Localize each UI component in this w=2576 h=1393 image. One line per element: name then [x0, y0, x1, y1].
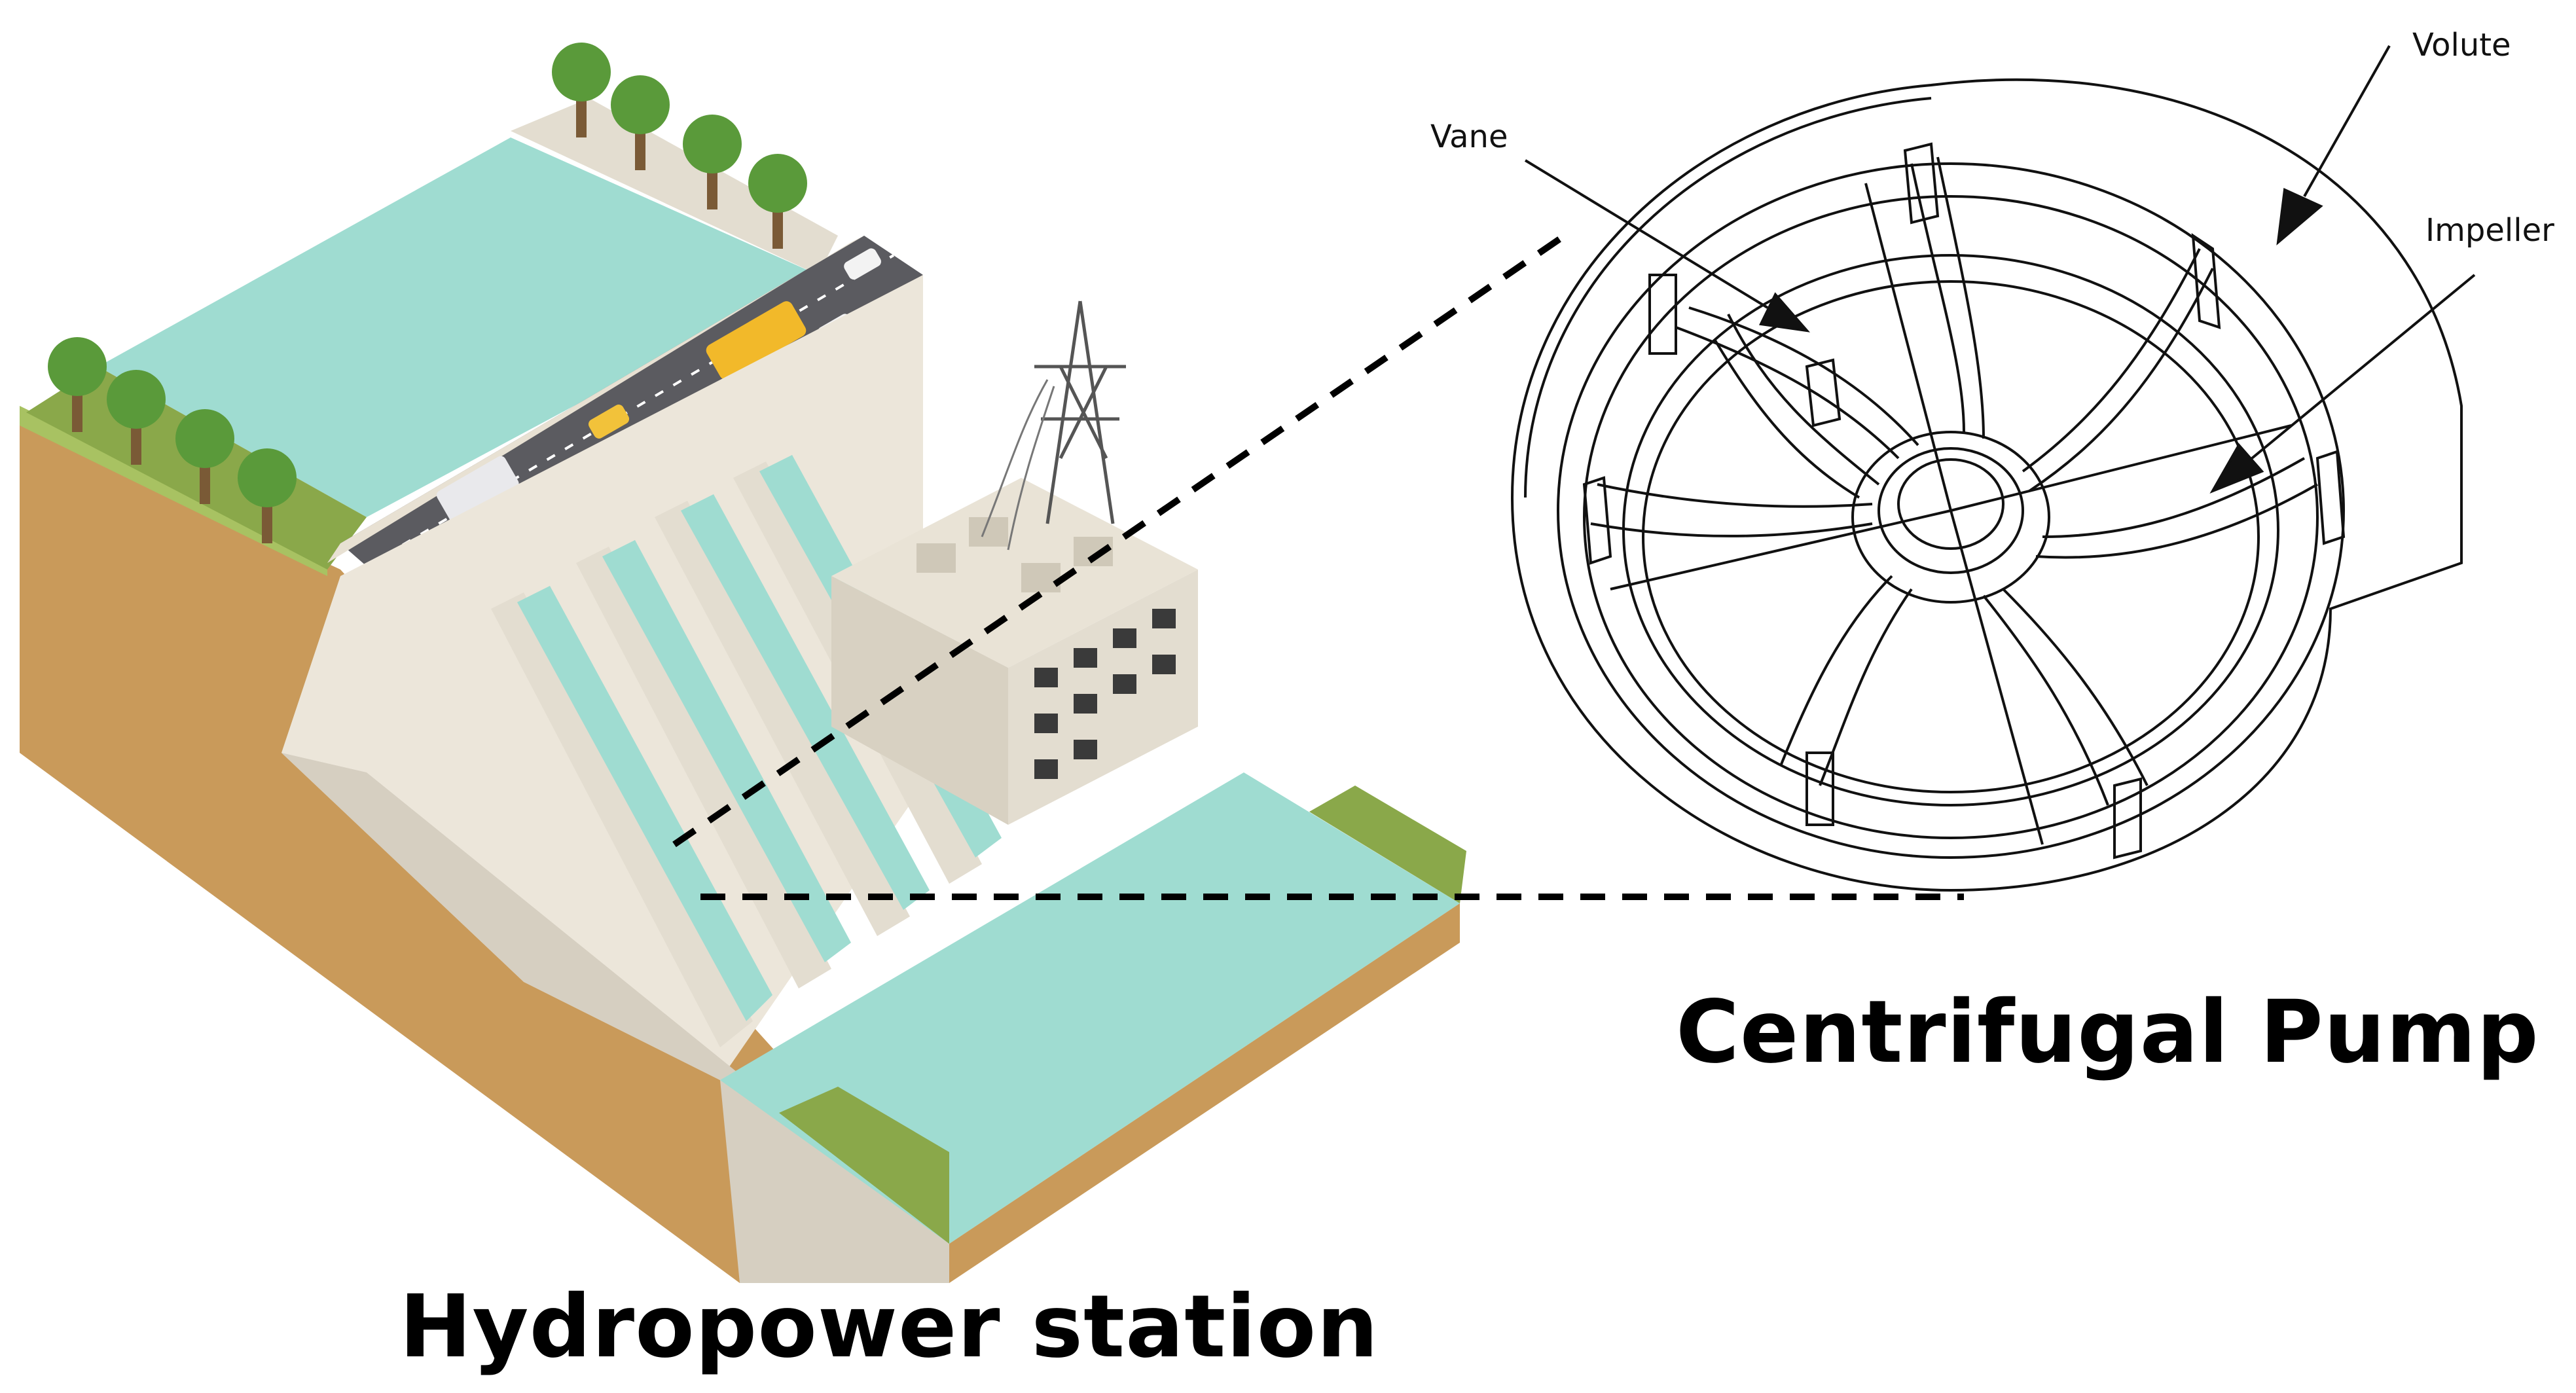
soil-block-right: [949, 903, 1460, 1283]
volute-casing: [1510, 78, 2463, 892]
centrifugal-pump-caption: Centrifugal Pump: [1676, 982, 2539, 1083]
volute-arrowhead: [2276, 188, 2323, 245]
dam-shadow-face: [281, 753, 949, 1283]
transmission-tower: [981, 300, 1126, 551]
hydropower-station-illustration: [20, 43, 1466, 1283]
vane-label: Vane: [1430, 118, 1508, 155]
lower-tailwater: [720, 772, 1460, 1244]
car-yellow-2: [588, 405, 630, 439]
truck: [436, 456, 519, 523]
vane-tips: [1582, 142, 2346, 859]
volute-arrow-line: [2303, 45, 2391, 197]
impeller-arrow-line: [2251, 274, 2476, 460]
vane-arrow-line: [1524, 159, 1769, 309]
vane-arrowhead: [1758, 292, 1811, 333]
trees: [48, 43, 807, 543]
pump-outer-ring: [1557, 162, 2345, 859]
impeller-arrowhead: [2209, 443, 2264, 494]
upper-reservoir: [98, 137, 818, 517]
pump-label-arrows: [1524, 45, 2476, 494]
reservoir-top-wall: [511, 98, 838, 275]
centrifugal-pump-drawing: [1510, 78, 2463, 892]
tailwater-grass-left: [779, 1087, 949, 1244]
car-white-4: [844, 248, 881, 280]
hydropower-station-caption: Hydropower station: [399, 1276, 1379, 1377]
impeller-label: Impeller: [2425, 212, 2554, 249]
volute-label: Volute: [2412, 27, 2511, 63]
impeller-hub: [1851, 431, 2050, 604]
reservoir-left-grass: [26, 367, 367, 570]
zoom-callout-lines: [672, 232, 1964, 900]
bus: [706, 301, 807, 380]
tailwater-grass-right: [1309, 786, 1466, 903]
callout-line-upper: [672, 232, 1567, 848]
powerhouse-building: [831, 478, 1198, 825]
impeller-vanes: [1590, 156, 2318, 806]
road-center-line: [365, 254, 895, 568]
